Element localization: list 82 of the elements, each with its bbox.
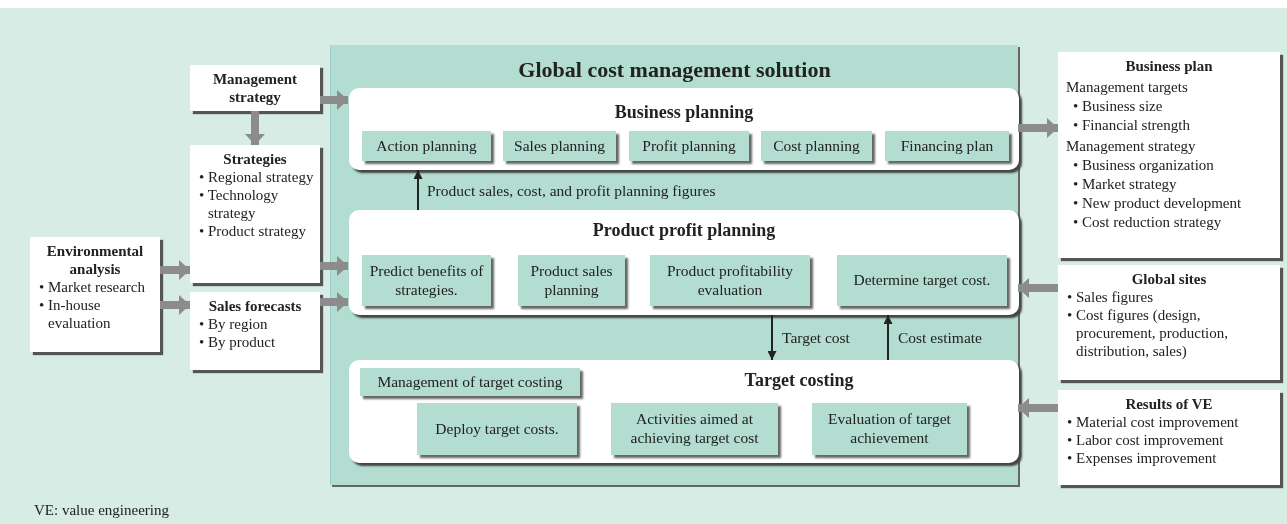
process-box <box>360 368 580 396</box>
box-label: Sales planning <box>514 136 605 156</box>
process-box <box>417 403 577 455</box>
process-box <box>812 403 967 455</box>
section-title: Target costing <box>743 370 855 391</box>
info-box <box>1058 265 1280 380</box>
list-item: • By region <box>198 315 269 333</box>
list-item: • By product <box>198 333 277 351</box>
process-box <box>629 131 749 161</box>
arrow <box>413 169 423 211</box>
footnote: VE: value engineering <box>34 502 169 519</box>
list-item: • Cost figures (design, procurement, production, distribution, sales) <box>1066 306 1230 360</box>
info-box <box>1058 52 1280 258</box>
process-box <box>362 131 491 161</box>
arrow <box>1018 278 1058 298</box>
section-panel <box>349 88 1019 170</box>
list-item: • Material cost improvement <box>1066 413 1240 431</box>
box-label: Determine target cost. <box>853 271 991 290</box>
info-box <box>1058 390 1280 485</box>
section-panel <box>349 360 1019 463</box>
process-box <box>611 403 778 455</box>
list-item: • Sales figures <box>1066 288 1155 306</box>
list-item: • Market strategy <box>1072 175 1178 193</box>
list-item: • New product development <box>1072 194 1243 212</box>
arrow <box>160 295 190 315</box>
process-box <box>650 255 810 306</box>
process-box <box>362 255 491 306</box>
box-label: Evaluation of target achievement <box>827 410 952 448</box>
box-label: Product sales planning <box>529 261 614 300</box>
box-heading: Management strategy <box>211 70 299 106</box>
list-item: • Financial strength <box>1072 116 1191 134</box>
list-item: • Product strategy <box>198 222 307 240</box>
arrow <box>320 256 348 276</box>
box-label: Deploy target costs. <box>435 419 559 439</box>
arrow <box>320 292 348 312</box>
list-item: • In-house evaluation <box>38 296 112 332</box>
box-label: Financing plan <box>900 136 994 156</box>
section-panel <box>349 210 1019 315</box>
list-item: • Cost reduction strategy <box>1072 213 1223 231</box>
list-item: • Labor cost improvement <box>1066 431 1225 449</box>
box-label: Predict benefits of strategies. <box>368 261 485 300</box>
box-heading: Sales forecasts <box>207 297 303 315</box>
process-box <box>503 131 616 161</box>
process-box <box>885 131 1009 161</box>
box-label: Management of target costing <box>377 372 563 392</box>
box-label: Product profitability evaluation <box>665 261 795 300</box>
process-box <box>518 255 625 306</box>
arrow <box>767 314 777 361</box>
list-item: • Business organization <box>1072 156 1215 174</box>
arrow <box>883 314 893 361</box>
list-item: • Regional strategy <box>198 168 314 186</box>
info-box <box>190 65 320 111</box>
panel-title: Global cost management solution <box>517 57 832 83</box>
section-title: Business planning <box>613 102 755 123</box>
list-item: • Technology strategy <box>198 186 280 222</box>
arrow <box>1018 398 1058 418</box>
arrow <box>245 111 265 145</box>
edge-label: Product sales, cost, and profit planning figures <box>425 182 718 200</box>
list-item: • Market research <box>38 278 147 296</box>
list-item: • Business size <box>1072 97 1164 115</box>
info-box <box>30 237 160 352</box>
arrow <box>160 260 190 280</box>
box-heading: Business plan <box>1124 57 1214 75</box>
box-label: Activities aimed at achieving target cost <box>629 410 760 448</box>
box-label: Cost planning <box>773 136 860 156</box>
info-box <box>190 145 320 283</box>
arrow <box>320 90 348 110</box>
process-box <box>761 131 872 161</box>
box-heading: Strategies <box>222 150 288 168</box>
box-label: Profit planning <box>642 136 736 156</box>
list-heading: Management strategy <box>1065 137 1197 155</box>
process-box <box>837 255 1007 306</box>
box-heading: Environmental analysis <box>45 242 145 278</box>
box-label: Action planning <box>376 136 477 156</box>
arrow <box>1018 118 1058 138</box>
box-heading: Results of VE <box>1124 395 1214 413</box>
box-heading: Global sites <box>1130 270 1208 288</box>
list-heading: Management targets <box>1065 78 1189 96</box>
info-box <box>190 292 320 370</box>
solution-panel <box>330 45 1018 485</box>
list-item: • Expenses improvement <box>1066 449 1218 467</box>
section-title: Product profit planning <box>591 220 777 241</box>
